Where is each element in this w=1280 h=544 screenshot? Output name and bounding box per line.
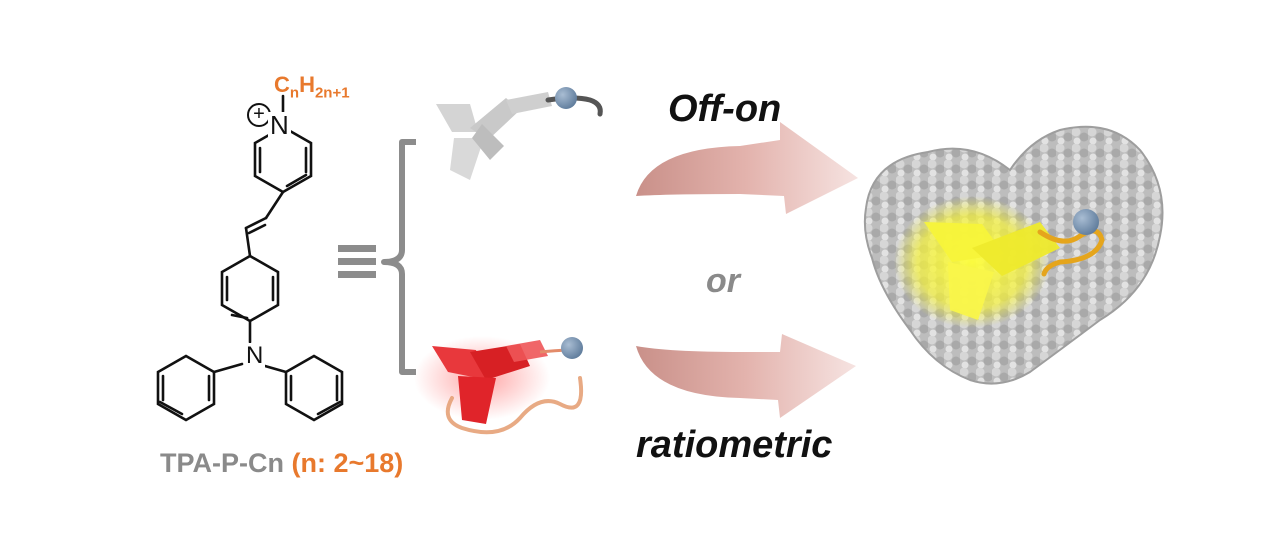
left-phenyl-ring [156, 354, 216, 422]
molecule-structure [156, 94, 344, 422]
gray-probe-icon [436, 87, 603, 180]
compound-range: (n: 2~18) [291, 448, 404, 478]
right-phenyl-ring [284, 354, 344, 422]
equivalence-icon [338, 245, 376, 278]
off-on-label: Off-on [668, 88, 782, 130]
compound-name-label: TPA-P-Cn (n: 2~18) [160, 448, 403, 479]
protein-surface-icon [863, 125, 1164, 385]
red-probe-icon [414, 336, 583, 435]
positive-charge-icon: + [247, 103, 271, 127]
compound-name: TPA-P-Cn [160, 448, 284, 478]
curved-arrow-top-icon [636, 122, 858, 214]
amine-nitrogen-label: N [244, 342, 266, 369]
bracket-icon [381, 139, 416, 375]
ratiometric-label: ratiometric [636, 424, 833, 466]
curved-arrow-bottom-icon [636, 334, 856, 418]
pyridinium-nitrogen-label: N [268, 110, 291, 140]
phenylene-ring [220, 254, 280, 323]
or-label: or [706, 262, 740, 300]
alkyl-chain-label: CnH2n+1 [274, 72, 350, 102]
